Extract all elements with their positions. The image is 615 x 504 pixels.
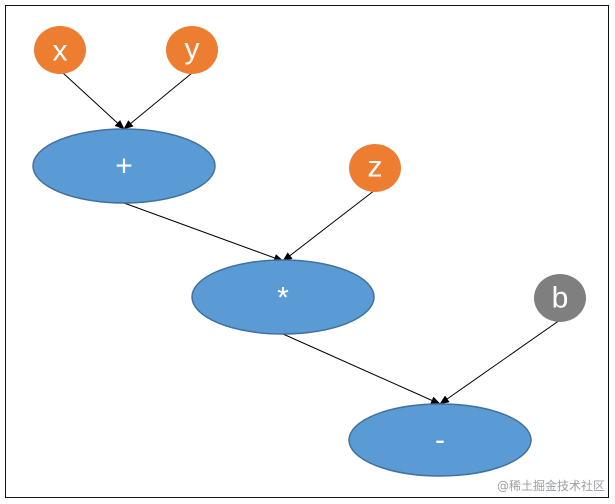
watermark: @稀土掘金技术社区 (496, 479, 605, 493)
edge-x-to-plus (62, 72, 125, 130)
node-b-label: b (552, 282, 569, 315)
node-z-shape (349, 144, 401, 192)
node-mult-shape (191, 259, 375, 335)
node-y-shape (166, 26, 218, 74)
node-mult-label: * (277, 282, 289, 315)
edge-mult-to-minus (282, 333, 441, 405)
node-z: z (349, 144, 401, 192)
node-mult: * (191, 259, 375, 335)
node-b: b (534, 274, 586, 322)
node-y: y (166, 26, 218, 74)
node-z-label: z (368, 151, 383, 184)
edge-plus-to-mult (123, 202, 284, 262)
node-minus: - (348, 403, 532, 477)
edge-z-to-mult (282, 189, 376, 262)
node-plus-shape (32, 128, 216, 204)
edge-b-to-minus (439, 319, 561, 405)
node-minus-shape (348, 403, 532, 477)
node-b-shape (534, 274, 586, 322)
node-y-label: y (185, 33, 200, 66)
node-x-label: x (53, 35, 68, 68)
node-x-shape (34, 26, 86, 74)
edge-y-to-plus (123, 72, 193, 130)
node-plus-label: + (115, 150, 133, 183)
node-plus: + (32, 128, 216, 204)
node-minus-label: - (435, 424, 445, 457)
node-x: x (34, 26, 86, 74)
